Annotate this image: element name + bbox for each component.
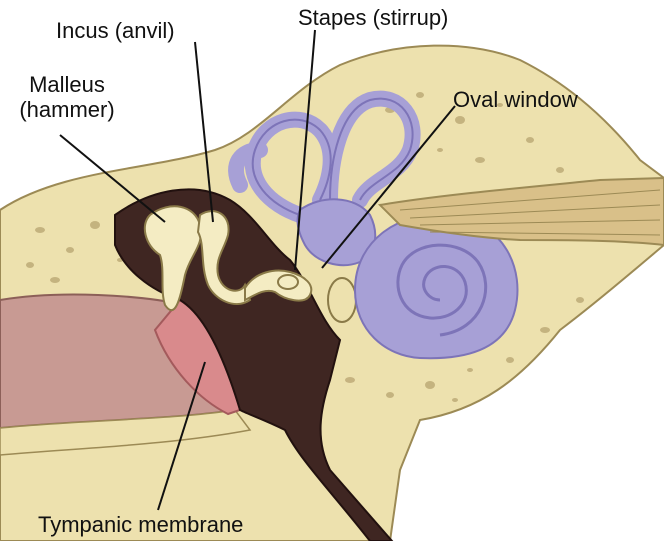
label-malleus: Malleus (hammer) bbox=[2, 72, 132, 122]
oval-window bbox=[327, 277, 357, 323]
canal-skin-lower bbox=[0, 409, 252, 456]
label-incus: Incus (anvil) bbox=[56, 18, 175, 43]
semicircular-canals-shade bbox=[251, 97, 414, 216]
malleus bbox=[143, 205, 202, 312]
label-oval-window: Oval window bbox=[453, 87, 578, 112]
stapes-footplate bbox=[277, 274, 299, 290]
nerve-fibers bbox=[399, 189, 661, 236]
cochlea bbox=[353, 213, 519, 360]
leader-incus bbox=[194, 41, 214, 223]
leader-stapes bbox=[294, 29, 316, 271]
label-stapes: Stapes (stirrup) bbox=[298, 5, 449, 30]
label-malleus-line2: (hammer) bbox=[19, 97, 115, 122]
label-tympanic-membrane: Tympanic membrane bbox=[38, 512, 244, 537]
leader-malleus bbox=[59, 134, 166, 223]
bone-pores bbox=[26, 92, 584, 402]
incus bbox=[196, 210, 252, 305]
label-malleus-line1: Malleus bbox=[29, 72, 105, 97]
leader-oval-window bbox=[321, 105, 456, 269]
leader-tympanic-membrane bbox=[157, 361, 206, 511]
